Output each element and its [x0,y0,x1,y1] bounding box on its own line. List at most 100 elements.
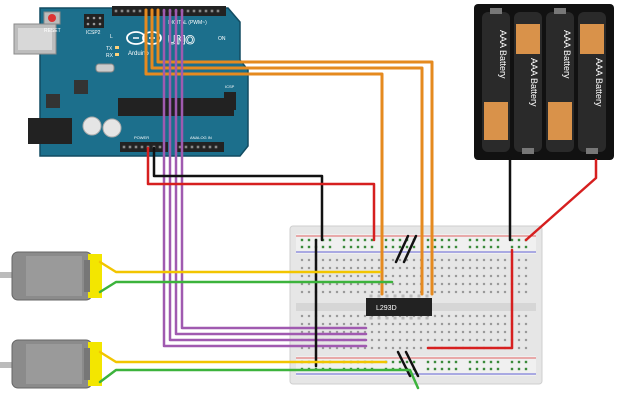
breadboard-hole [524,338,528,342]
wire-black [402,234,418,264]
breadboard-hole [489,367,493,371]
wire-purple [168,8,368,342]
breadboard-hole [398,360,402,364]
breadboard-hole [328,322,332,326]
breadboard-hole [398,282,402,286]
battery-cell-label: AAA Battery [594,58,604,107]
breadboard-hole [342,330,346,334]
breadboard-hole [363,330,367,334]
breadboard-hole [440,330,444,334]
breadboard-hole [363,274,367,278]
breadboard-hole [370,238,374,242]
breadboard-hole [349,330,353,334]
breadboard-hole [475,282,479,286]
breadboard-hole [391,322,395,326]
breadboard-hole [489,322,493,326]
header-pin [204,9,208,13]
breadboard-hole [363,238,367,242]
breadboard-hole [398,346,402,350]
breadboard-hole [454,338,458,342]
breadboard-hole [440,245,444,249]
breadboard-hole [489,314,493,318]
breadboard-hole [307,330,311,334]
header-pin [132,9,136,13]
breadboard-hole [335,258,339,262]
breadboard-hole [412,290,416,294]
chip-pin [377,316,381,320]
breadboard-hole [503,338,507,342]
breadboard-hole [377,266,381,270]
breadboard-hole [517,322,521,326]
breadboard-hole [433,245,437,249]
breadboard-hole [503,330,507,334]
breadboard-hole [356,274,360,278]
breadboard-hole [426,290,430,294]
breadboard-hole [447,367,451,371]
breadboard-hole [454,360,458,364]
breadboard-hole [370,274,374,278]
breadboard-hole [510,238,514,242]
breadboard-hole [349,314,353,318]
header-pin [196,145,200,149]
chip-pin [401,294,405,298]
digital-label: DIGITAL (PWM~) [168,20,207,26]
capacitor [82,116,102,136]
breadboard-hole [398,258,402,262]
breadboard-hole [356,266,360,270]
breadboard-hole [349,290,353,294]
header-pin [198,9,202,13]
l-led-label: L [110,34,113,40]
header-pin [140,145,144,149]
rx-label: RX [106,53,114,59]
breadboard-hole [384,330,388,334]
breadboard-hole [503,274,507,278]
breadboard-hole [454,282,458,286]
breadboard-hole [461,274,465,278]
breadboard-hole [412,338,416,342]
breadboard-hole [356,238,360,242]
breadboard-hole [300,290,304,294]
wire-black [396,350,412,378]
breadboard-hole [328,274,332,278]
breadboard-hole [489,266,493,270]
breadboard-hole [391,346,395,350]
breadboard-hole [517,360,521,364]
wire-yellow [98,350,388,364]
breadboard-hole [321,274,325,278]
breadboard-hole [447,238,451,242]
breadboard-hole [398,338,402,342]
breadboard-hole [496,274,500,278]
breadboard-hole [405,322,409,326]
breadboard-hole [433,238,437,242]
breadboard-hole [489,258,493,262]
breadboard-hole [454,314,458,318]
header-pin [190,145,194,149]
breadboard-hole [349,274,353,278]
header-pin [134,145,138,149]
breadboard-hole [377,346,381,350]
breadboard-hole [524,266,528,270]
breadboard-hole [440,258,444,262]
breadboard-hole [475,314,479,318]
breadboard-hole [412,258,416,262]
wire-black [394,234,410,264]
breadboard-hole [349,258,353,262]
breadboard-hole [370,346,374,350]
breadboard-hole [524,360,528,364]
header-pin [202,145,206,149]
breadboard-hole [398,266,402,270]
wire-black [152,146,324,242]
breadboard-hole [398,322,402,326]
breadboard-hole [440,274,444,278]
breadboard-hole [426,258,430,262]
breadboard-hole [342,290,346,294]
breadboard-hole [307,245,311,249]
breadboard-hole [328,238,332,242]
breadboard-hole [384,338,388,342]
breadboard-hole [440,322,444,326]
breadboard-hole [496,266,500,270]
breadboard-hole [335,274,339,278]
dc-jack [28,118,72,144]
breadboard-hole [321,322,325,326]
chip-pins [369,294,429,320]
